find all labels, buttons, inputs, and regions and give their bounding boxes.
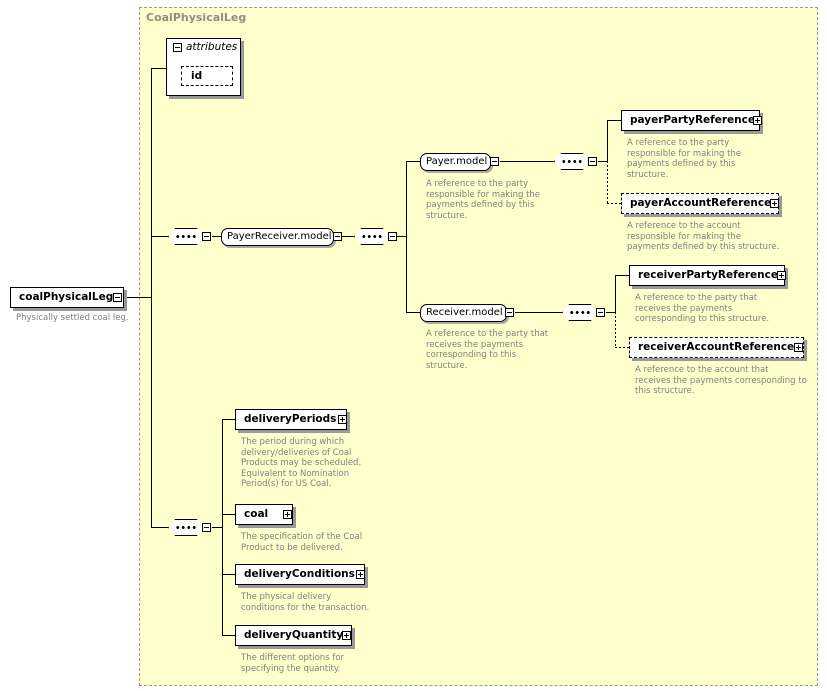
group-payer-doc: A reference to the party responsible for… — [426, 179, 541, 221]
plus-expander-icon[interactable] — [283, 510, 292, 519]
element-label: deliveryQuantity — [244, 629, 344, 641]
group-receiver-model[interactable]: Receiver.model — [420, 304, 507, 322]
element-label: deliveryConditions — [244, 568, 355, 580]
root-element-coalPhysicalLeg[interactable]: coalPhysicalLeg — [10, 287, 124, 308]
plus-expander-icon[interactable] — [794, 343, 803, 352]
sequence-dots — [175, 235, 197, 238]
element-doc: The different options for specifying the… — [241, 653, 345, 674]
element-deliveryPeriods[interactable]: deliveryPeriods — [235, 409, 347, 430]
minus-expander-icon[interactable] — [113, 293, 122, 302]
minus-expander-icon[interactable] — [490, 157, 499, 166]
plus-expander-icon[interactable] — [338, 415, 347, 424]
sequence-dots — [361, 235, 383, 238]
element-payerPartyReference[interactable]: payerPartyReference — [621, 110, 760, 131]
plus-expander-icon[interactable] — [342, 631, 351, 640]
sequence-dots — [561, 160, 583, 163]
minus-expander-icon[interactable] — [173, 43, 182, 52]
element-doc: The period during which delivery/deliver… — [241, 437, 362, 489]
group-label: PayerReceiver.model — [227, 231, 332, 242]
plus-expander-icon[interactable] — [753, 116, 762, 125]
root-element-label: coalPhysicalLeg — [19, 291, 114, 303]
group-payer-receiver-model[interactable]: PayerReceiver.model — [221, 228, 334, 246]
minus-expander-icon[interactable] — [333, 232, 342, 241]
attributes-label: attributes — [186, 41, 238, 53]
minus-expander-icon[interactable] — [505, 308, 514, 317]
plus-expander-icon[interactable] — [356, 570, 365, 579]
element-doc: A reference to the party responsible for… — [627, 138, 742, 180]
group-label: Receiver.model — [426, 307, 503, 318]
element-deliveryConditions[interactable]: deliveryConditions — [235, 564, 365, 585]
element-label: deliveryPeriods — [244, 413, 337, 425]
element-doc: A reference to the account responsible f… — [627, 221, 780, 252]
minus-expander-icon[interactable] — [596, 308, 605, 317]
element-doc: The physical delivery conditions for the… — [241, 592, 370, 613]
element-label: receiverAccountReference — [638, 341, 795, 353]
element-label: receiverPartyReference — [638, 269, 778, 281]
group-receiver-doc: A reference to the party that receives t… — [426, 329, 549, 371]
element-label: payerPartyReference — [630, 114, 755, 126]
plus-expander-icon[interactable] — [777, 271, 786, 280]
group-label: Payer.model — [426, 156, 488, 167]
element-payerAccountReference[interactable]: payerAccountReference — [621, 193, 779, 214]
element-doc: A reference to the party that receives t… — [635, 293, 770, 324]
element-deliveryQuantity[interactable]: deliveryQuantity — [235, 625, 352, 646]
minus-expander-icon[interactable] — [588, 157, 597, 166]
minus-expander-icon[interactable] — [388, 232, 397, 241]
group-payer-model[interactable]: Payer.model — [420, 153, 491, 171]
element-doc: The specification of the Coal Product to… — [241, 532, 363, 553]
attribute-id[interactable]: id — [181, 66, 233, 86]
minus-expander-icon[interactable] — [202, 232, 211, 241]
element-label: coal — [244, 508, 269, 520]
minus-expander-icon[interactable] — [202, 523, 211, 532]
element-coal[interactable]: coal — [235, 504, 293, 525]
element-receiverAccountReference[interactable]: receiverAccountReference — [629, 337, 804, 358]
element-doc: A reference to the account that receives… — [635, 365, 807, 396]
root-element-doc: Physically settled coal leg. — [16, 313, 129, 323]
plus-expander-icon[interactable] — [770, 199, 779, 208]
sequence-dots — [569, 311, 591, 314]
element-receiverPartyReference[interactable]: receiverPartyReference — [629, 265, 785, 286]
complex-type-title: CoalPhysicalLeg — [146, 11, 247, 24]
attribute-id-label: id — [191, 70, 203, 82]
element-label: payerAccountReference — [630, 197, 772, 209]
sequence-dots — [175, 526, 197, 529]
